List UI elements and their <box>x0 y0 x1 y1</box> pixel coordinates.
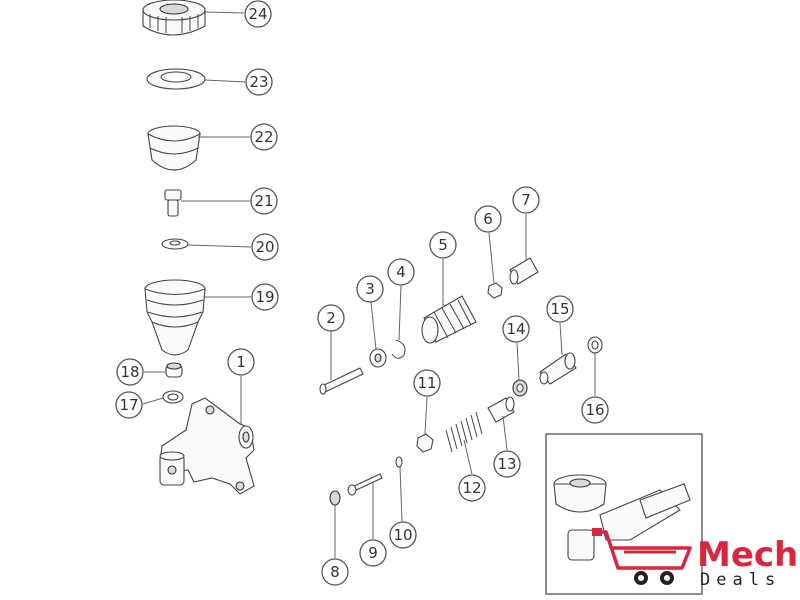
part-washer-3 <box>369 348 387 368</box>
assembly-inset <box>545 433 703 595</box>
callout-label: 18 <box>120 363 139 381</box>
callout-label: 2 <box>326 309 336 327</box>
part-fitting <box>509 257 539 285</box>
callout-21: 21 <box>250 187 278 215</box>
callout-label: 9 <box>368 544 378 562</box>
part-seal-14 <box>512 379 528 397</box>
callout-22: 22 <box>250 123 278 151</box>
callout-label: 20 <box>255 238 274 256</box>
callout-label: 16 <box>585 401 604 419</box>
part-o-ring-16 <box>587 336 603 354</box>
callout-24: 24 <box>244 0 272 28</box>
callout-10: 10 <box>389 521 417 549</box>
part-diaphragm-cup <box>147 125 201 171</box>
callout-16: 16 <box>581 396 609 424</box>
part-seal-8 <box>329 490 341 506</box>
cart-icon <box>592 528 692 570</box>
callout-label: 22 <box>254 128 273 146</box>
callout-5: 5 <box>429 231 457 259</box>
callout-13: 13 <box>493 450 521 478</box>
callout-1: 1 <box>227 348 255 376</box>
part-pushrod <box>319 367 364 395</box>
callout-label: 4 <box>396 263 406 281</box>
callout-9: 9 <box>359 539 387 567</box>
callout-19: 19 <box>251 283 279 311</box>
part-grommet <box>165 362 183 378</box>
callout-label: 7 <box>521 191 531 209</box>
callout-label: 5 <box>438 236 448 254</box>
gear-icon <box>634 571 674 585</box>
part-cap <box>142 0 206 36</box>
callout-7: 7 <box>512 186 540 214</box>
part-small-washer <box>161 238 189 250</box>
callout-15: 15 <box>546 295 574 323</box>
callout-6: 6 <box>474 205 502 233</box>
callout-label: 6 <box>483 210 493 228</box>
callout-label: 10 <box>393 526 412 544</box>
callout-label: 17 <box>119 396 138 414</box>
brand-sub: Deals <box>700 570 781 590</box>
callout-label: 19 <box>255 288 274 306</box>
callout-11: 11 <box>413 369 441 397</box>
callout-18: 18 <box>116 358 144 386</box>
callout-2: 2 <box>317 304 345 332</box>
callout-label: 14 <box>506 320 525 338</box>
part-seal-washer <box>146 68 206 90</box>
brand-logo: Mech Deals <box>592 528 798 590</box>
brand-name: Mech <box>697 535 798 575</box>
part-cylinder-body <box>159 397 255 495</box>
callout-14: 14 <box>502 315 530 343</box>
callout-label: 21 <box>254 192 273 210</box>
part-nut <box>487 282 503 299</box>
leader-lines <box>142 11 596 558</box>
callout-label: 23 <box>249 73 268 91</box>
callout-8: 8 <box>321 558 349 586</box>
callout-4: 4 <box>387 258 415 286</box>
part-o-ring-10 <box>395 456 403 468</box>
callout-label: 13 <box>497 455 516 473</box>
part-bolt <box>347 473 383 496</box>
callout-label: 12 <box>462 479 481 497</box>
part-reservoir <box>144 279 206 356</box>
part-circlip <box>391 339 406 359</box>
callout-3: 3 <box>356 275 384 303</box>
callout-23: 23 <box>245 68 273 96</box>
callout-20: 20 <box>251 233 279 261</box>
part-o-ring-small <box>162 390 184 404</box>
part-piston <box>487 396 515 423</box>
callout-label: 3 <box>365 280 375 298</box>
callout-label: 1 <box>236 353 246 371</box>
part-dust-boot <box>421 295 477 344</box>
callout-label: 24 <box>248 5 267 23</box>
part-spring <box>445 411 483 453</box>
callout-label: 15 <box>550 300 569 318</box>
part-valve <box>539 352 577 385</box>
callout-label: 8 <box>330 563 340 581</box>
part-retainer <box>416 433 434 453</box>
callout-label: 11 <box>417 374 436 392</box>
callout-12: 12 <box>458 474 486 502</box>
callout-17: 17 <box>115 391 143 419</box>
part-vent-pin <box>164 189 182 217</box>
